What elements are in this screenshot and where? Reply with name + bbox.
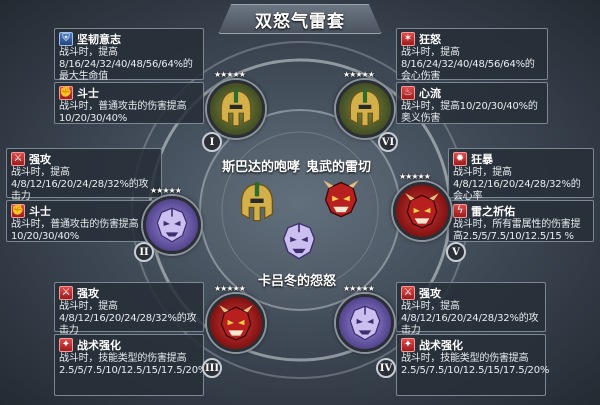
skill-name: 战术强化: [77, 338, 121, 352]
skill-name: 战术强化: [419, 338, 463, 352]
skill-name: 斗士: [29, 204, 51, 218]
tactic-icon: ✦: [401, 337, 415, 352]
slot-4-numeral: IV: [376, 358, 396, 378]
sword-icon: ⚔: [59, 285, 73, 300]
slot-5-numeral: V: [446, 242, 466, 262]
skill-panel-7[interactable]: ✶ 狂怒 战斗时，提高8/16/24/32/40/48/56/64%的会心伤害: [396, 28, 548, 82]
flow-icon: ♨: [401, 85, 415, 100]
skill-panel-8[interactable]: ♨ 心流 战斗时，提高10/20/30/40%的奥义伤害: [396, 82, 548, 124]
slot-2-numeral: II: [134, 242, 154, 262]
spartan-set-emblem: [234, 180, 280, 226]
purple-demon-mask-icon: [156, 207, 188, 243]
skill-panel-6[interactable]: ✦ 战术强化 战斗时，技能类型的伤害提高2.5/5/7.5/10/12.5/15…: [54, 334, 208, 396]
skill-description: 战斗时，提高8/16/24/32/40/48/56/64%的会心伤害: [401, 47, 535, 82]
skill-description: 战斗时，所有雷属性的伤害提高2.5/5/7.5/10/12.5/15 %: [453, 219, 581, 242]
gear-frame: [207, 294, 265, 352]
caliburn-set-emblem: [276, 218, 322, 264]
slot-2-stars: ★★★★★: [150, 186, 182, 195]
skill-panel-3[interactable]: ⚔ 强攻 战斗时，提高4/8/12/16/20/24/28/32%的攻击力: [6, 148, 162, 202]
skill-panel-12[interactable]: ✦ 战术强化 战斗时，技能类型的伤害提高2.5/5/7.5/10/12.5/15…: [396, 334, 550, 396]
red-demon-mask-icon: [323, 180, 359, 218]
spartan-helmet-icon: [240, 182, 274, 222]
tactic-icon: ✦: [59, 337, 73, 352]
slot-4-stars: ★★★★★: [343, 284, 375, 293]
rage-icon: ✶: [401, 31, 415, 46]
gear-frame: [207, 80, 265, 138]
skill-name: 狂暴: [471, 152, 493, 166]
skill-description: 战斗时，提高4/8/12/16/20/24/28/32%的攻击力: [59, 301, 197, 336]
skill-name: 雷之祈佑: [471, 204, 515, 218]
purple-demon-mask-icon: [282, 222, 316, 260]
skill-name: 斗士: [77, 86, 99, 100]
skill-name: 狂怒: [419, 32, 441, 46]
thunder-icon: ϟ: [453, 203, 467, 218]
skill-panel-5[interactable]: ⚔ 强攻 战斗时，提高4/8/12/16/20/24/28/32%的攻击力: [54, 282, 204, 336]
skill-description: 战斗时，提高4/8/12/16/20/24/28/32%的会心率: [453, 167, 581, 202]
gear-slot-1[interactable]: [207, 80, 265, 138]
sword-icon: ⚔: [11, 151, 25, 166]
skill-panel-4[interactable]: ✊ 斗士 战斗时，普通攻击的伤害提高10/20/30/40%: [6, 200, 162, 242]
gear-frame: [143, 196, 201, 254]
purple-demon-mask-icon: [349, 305, 381, 341]
skill-panel-10[interactable]: ϟ 雷之祈佑 战斗时，所有雷属性的伤害提高2.5/5/7.5/10/12.5/1…: [448, 200, 594, 242]
gear-slot-4[interactable]: [336, 294, 394, 352]
skill-name: 心流: [419, 86, 441, 100]
spartan-helmet-icon: [220, 89, 252, 127]
spartan-helmet-icon: [349, 89, 381, 127]
skill-description: 战斗时，普通攻击的伤害提高10/20/30/40%: [59, 101, 187, 124]
spartan-set-label: 斯巴达的咆哮: [222, 160, 301, 175]
slot-6-numeral: VI: [378, 132, 398, 152]
gear-slot-5[interactable]: [393, 182, 451, 240]
skill-description: 战斗时，技能类型的伤害提高2.5/5/7.5/10/12.5/15/17.5/2…: [401, 353, 550, 376]
fist-icon: ✊: [11, 203, 25, 218]
skill-panel-11[interactable]: ⚔ 强攻 战斗时，提高4/8/12/16/20/24/28/32%的攻击力: [396, 282, 546, 336]
berserk-icon: ✹: [453, 151, 467, 166]
skill-name: 强攻: [419, 286, 441, 300]
slot-3-stars: ★★★★★: [214, 284, 246, 293]
skill-name: 强攻: [29, 152, 51, 166]
skill-description: 战斗时，提高4/8/12/16/20/24/28/32%的攻击力: [11, 167, 149, 202]
skill-panel-2[interactable]: ✊ 斗士 战斗时，普通攻击的伤害提高10/20/30/40%: [54, 82, 204, 124]
demon-set-label: 鬼武的雷切: [306, 160, 372, 175]
slot-3-numeral: III: [202, 358, 222, 378]
demon-set-emblem: [318, 176, 364, 222]
gear-frame: [336, 80, 394, 138]
slot-1-numeral: I: [202, 132, 222, 152]
gear-frame: [393, 182, 451, 240]
skill-description: 战斗时，普通攻击的伤害提高10/20/30/40%: [11, 219, 139, 242]
skill-panel-9[interactable]: ✹ 狂暴 战斗时，提高4/8/12/16/20/24/28/32%的会心率: [448, 148, 594, 202]
fist-icon: ✊: [59, 85, 73, 100]
skill-description: 战斗时，技能类型的伤害提高2.5/5/7.5/10/12.5/15/17.5/2…: [59, 353, 208, 376]
shield-icon: ⛨: [59, 31, 73, 46]
slot-1-stars: ★★★★★: [214, 70, 246, 79]
red-demon-mask-icon: [219, 305, 253, 341]
skill-panel-1[interactable]: ⛨ 坚韧意志 战斗时，提高8/16/24/32/40/48/56/64%的最大生…: [54, 28, 204, 82]
gear-slot-6[interactable]: [336, 80, 394, 138]
set-title: 双怒气雷套: [218, 4, 382, 34]
skill-description: 战斗时，提高4/8/12/16/20/24/28/32%的攻击力: [401, 301, 539, 336]
skill-name: 强攻: [77, 286, 99, 300]
sword-icon: ⚔: [401, 285, 415, 300]
skill-name: 坚韧意志: [77, 32, 121, 46]
gear-frame: [336, 294, 394, 352]
skill-description: 战斗时，提高10/20/30/40%的奥义伤害: [401, 101, 538, 124]
caliburn-set-label: 卡吕冬的怨怒: [258, 274, 337, 289]
gear-slot-3[interactable]: [207, 294, 265, 352]
gear-slot-2[interactable]: [143, 196, 201, 254]
red-demon-mask-icon: [405, 193, 439, 229]
skill-description: 战斗时，提高8/16/24/32/40/48/56/64%的最大生命值: [59, 47, 193, 82]
slot-5-stars: ★★★★★: [399, 172, 431, 181]
slot-6-stars: ★★★★★: [343, 70, 375, 79]
